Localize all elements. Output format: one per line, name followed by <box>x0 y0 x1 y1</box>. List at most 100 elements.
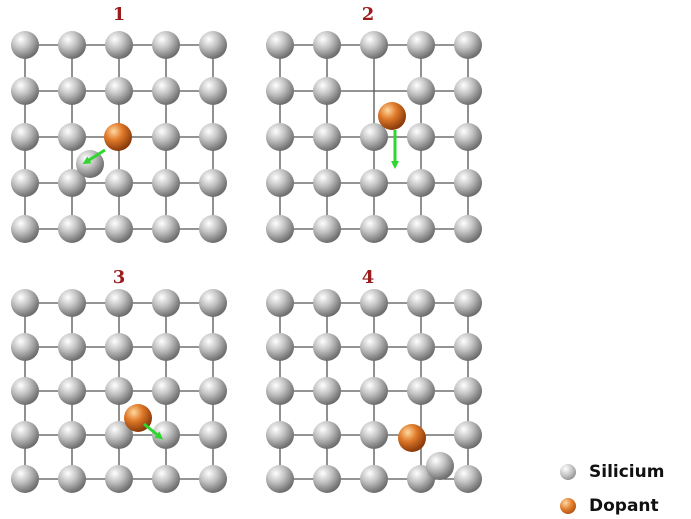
silicon-atom <box>407 333 435 361</box>
silicon-atom <box>58 377 86 405</box>
silicon-atom <box>58 421 86 449</box>
dopant-swatch <box>560 498 576 514</box>
silicon-atom <box>313 421 341 449</box>
silicon-atom <box>199 77 227 105</box>
silicon-atom <box>11 77 39 105</box>
silicon-atom <box>360 421 388 449</box>
silicon-atom <box>266 377 294 405</box>
silicon-atom <box>58 465 86 493</box>
silicon-atom <box>407 169 435 197</box>
silicon-atom <box>199 377 227 405</box>
silicon-atom <box>360 169 388 197</box>
panel-number-2: 2 <box>353 4 383 25</box>
legend-silicium-label: Silicium <box>589 462 664 482</box>
silicon-atom <box>58 215 86 243</box>
silicon-atom <box>199 215 227 243</box>
silicium-swatch <box>560 464 576 480</box>
silicon-atom <box>266 289 294 317</box>
silicon-atom <box>152 123 180 151</box>
silicon-atom <box>58 289 86 317</box>
silicon-atom <box>454 333 482 361</box>
silicon-atom <box>199 123 227 151</box>
silicon-atom <box>360 333 388 361</box>
silicon-atom <box>11 289 39 317</box>
silicon-atom <box>454 169 482 197</box>
silicon-atom <box>360 215 388 243</box>
displaced-silicon-atom <box>426 452 454 480</box>
silicon-atom <box>313 169 341 197</box>
silicon-atom <box>105 333 133 361</box>
silicon-atom <box>199 169 227 197</box>
lattice-panel-4 <box>266 289 482 493</box>
silicon-atom <box>313 123 341 151</box>
silicon-atom <box>58 333 86 361</box>
silicon-atom <box>407 77 435 105</box>
legend-silicium: Silicium <box>560 462 664 482</box>
lattice-panel-3 <box>11 289 227 493</box>
legend-dopant-label: Dopant <box>589 496 659 516</box>
lattice-panel-2 <box>266 31 482 243</box>
lattice-panel-1 <box>11 31 227 243</box>
silicon-atom <box>58 123 86 151</box>
dopant-atom <box>104 123 132 151</box>
silicon-atom <box>152 465 180 493</box>
silicon-atom <box>266 77 294 105</box>
silicon-atom <box>360 377 388 405</box>
silicon-atom <box>11 377 39 405</box>
silicon-atom <box>199 289 227 317</box>
silicon-atom <box>105 77 133 105</box>
silicon-atom <box>105 289 133 317</box>
silicon-atom <box>454 123 482 151</box>
silicon-atom <box>313 465 341 493</box>
silicon-atom <box>152 77 180 105</box>
dopant-atom <box>398 424 426 452</box>
silicon-atom <box>11 333 39 361</box>
silicon-atom <box>313 377 341 405</box>
silicon-atom <box>407 123 435 151</box>
silicon-atom <box>407 377 435 405</box>
silicon-atom <box>152 289 180 317</box>
silicon-atom <box>313 77 341 105</box>
silicon-atom <box>11 123 39 151</box>
silicon-atom <box>105 215 133 243</box>
panel-number-4: 4 <box>353 267 383 288</box>
silicon-atom <box>152 215 180 243</box>
silicon-atom <box>407 31 435 59</box>
silicon-atom <box>11 31 39 59</box>
silicon-atom <box>407 289 435 317</box>
legend-dopant: Dopant <box>560 496 659 516</box>
silicon-atom <box>360 289 388 317</box>
silicon-atom <box>266 215 294 243</box>
panel-number-1: 1 <box>104 4 134 25</box>
silicon-atom <box>199 333 227 361</box>
silicon-atom <box>11 465 39 493</box>
silicon-atom <box>266 169 294 197</box>
panel-number-3: 3 <box>104 267 134 288</box>
dopant-atom <box>378 102 406 130</box>
silicon-atom <box>360 31 388 59</box>
silicon-atom <box>454 289 482 317</box>
silicon-atom <box>313 289 341 317</box>
silicon-atom <box>152 169 180 197</box>
silicon-atom <box>454 77 482 105</box>
silicon-atom <box>266 465 294 493</box>
silicon-atom <box>266 31 294 59</box>
silicon-atom <box>105 465 133 493</box>
silicon-atom <box>454 465 482 493</box>
silicon-atom <box>360 465 388 493</box>
silicon-atom <box>11 421 39 449</box>
silicon-atom <box>11 169 39 197</box>
silicon-atom <box>105 377 133 405</box>
silicon-atom <box>58 77 86 105</box>
silicon-atom <box>58 31 86 59</box>
silicon-atom <box>454 377 482 405</box>
silicon-atom <box>313 333 341 361</box>
silicon-atom <box>266 123 294 151</box>
silicon-atom <box>199 465 227 493</box>
silicon-atom <box>199 31 227 59</box>
silicon-atom <box>199 421 227 449</box>
silicon-atom <box>454 421 482 449</box>
silicon-atom <box>454 215 482 243</box>
silicon-atom <box>313 215 341 243</box>
